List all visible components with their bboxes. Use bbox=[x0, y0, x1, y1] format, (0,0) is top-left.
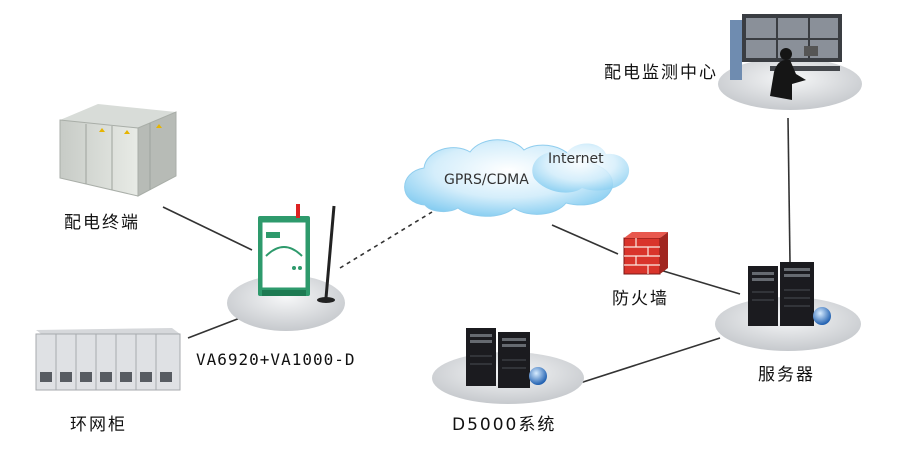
connection-lines bbox=[162, 117, 791, 384]
monitoring-center-icon bbox=[730, 14, 842, 100]
link-firewall-server bbox=[659, 269, 741, 295]
d5000-server-icon bbox=[466, 328, 547, 388]
firewall-label: 防火墙 bbox=[612, 289, 669, 309]
link-cabinet-device bbox=[187, 317, 241, 339]
server-label: 服务器 bbox=[758, 365, 815, 385]
link-cloud-firewall bbox=[551, 224, 619, 255]
ring-cabinet-label: 环网柜 bbox=[70, 415, 127, 435]
server-globe-icon bbox=[813, 307, 831, 325]
firewall-icon bbox=[623, 232, 668, 275]
d5000-label: D5000系统 bbox=[452, 415, 557, 435]
d5000-globe-icon bbox=[529, 367, 547, 385]
terminal-cabinet-icon bbox=[59, 104, 177, 197]
link-center-server bbox=[787, 117, 791, 263]
network-label: GPRS/CDMA bbox=[444, 172, 529, 188]
server-icon bbox=[748, 262, 831, 326]
link-d5000-server bbox=[579, 337, 721, 384]
cloud-icon bbox=[404, 139, 630, 217]
link-device-cloud bbox=[339, 211, 433, 269]
router-device-icon bbox=[258, 204, 336, 303]
terminal-label: 配电终端 bbox=[64, 213, 140, 233]
link-terminal-device bbox=[162, 206, 253, 251]
monitor-center-label: 配电监测中心 bbox=[604, 63, 718, 83]
ring-cabinet-icon bbox=[35, 328, 181, 391]
device-base-ellipse bbox=[227, 275, 345, 331]
device-model-label: VA6920+VA1000-D bbox=[196, 350, 356, 369]
internet-label: Internet bbox=[548, 151, 604, 167]
